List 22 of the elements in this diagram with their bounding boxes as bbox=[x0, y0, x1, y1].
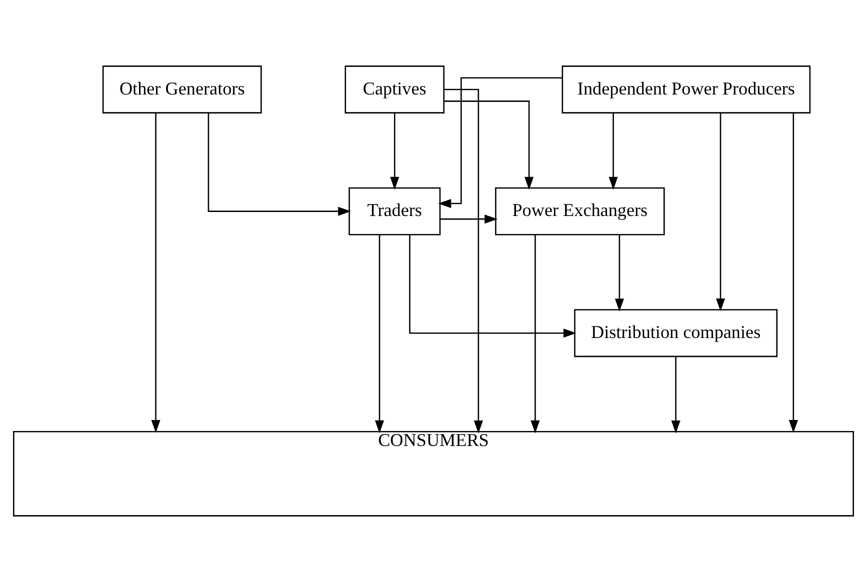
node-box: Traders bbox=[348, 187, 441, 236]
arrow bbox=[390, 112, 400, 190]
arrow bbox=[444, 88, 483, 434]
node-box: CONSUMERS bbox=[13, 430, 854, 516]
arrow bbox=[671, 356, 680, 434]
arrow bbox=[208, 112, 352, 216]
node-box: Other Generators bbox=[102, 66, 262, 114]
arrow bbox=[614, 234, 624, 312]
node-box: Independent Power Producers bbox=[562, 66, 811, 114]
node-box: Captives bbox=[344, 66, 445, 114]
arrow bbox=[788, 112, 798, 433]
arrow bbox=[530, 235, 540, 434]
arrow bbox=[716, 112, 726, 312]
arrow bbox=[444, 100, 534, 190]
arrow bbox=[374, 235, 384, 434]
node-box: Power Exchangers bbox=[495, 187, 665, 236]
arrow bbox=[438, 77, 562, 208]
arrow bbox=[409, 234, 576, 338]
arrow bbox=[440, 214, 498, 224]
node-box: Distribution companies bbox=[574, 309, 778, 358]
arrow bbox=[151, 112, 160, 433]
arrow bbox=[608, 112, 618, 190]
